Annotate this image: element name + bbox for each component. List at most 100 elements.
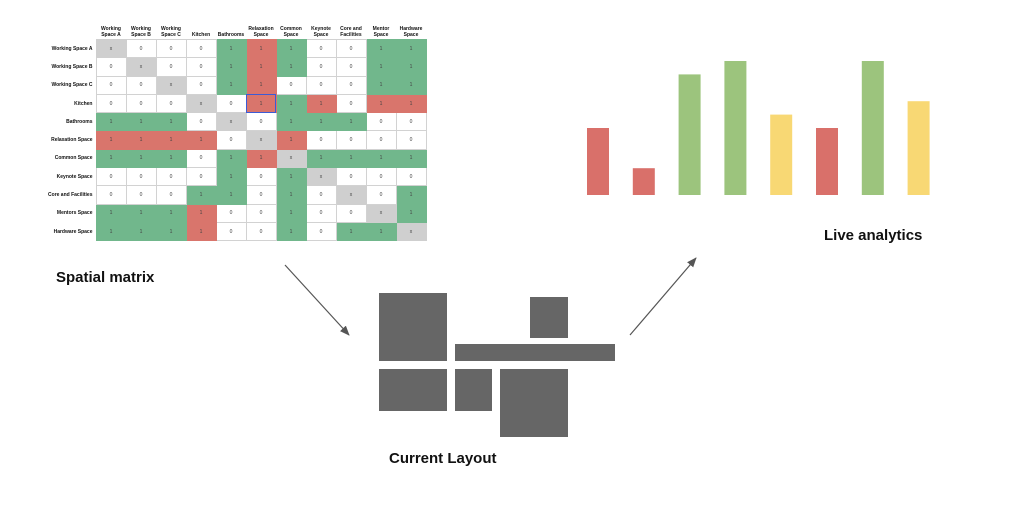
matrix-row-header: Hardware Space: [53, 228, 93, 235]
matrix-cell: 1: [215, 38, 247, 59]
matrix-cell: 0: [335, 130, 367, 150]
analytics-bar: [816, 128, 838, 195]
matrix-cell: 0: [215, 221, 247, 242]
matrix-cell: 0: [365, 130, 397, 150]
matrix-cell: 1: [155, 203, 187, 223]
matrix-cell: 0: [215, 130, 247, 150]
matrix-cell: 1: [365, 148, 397, 169]
analytics-bar: [861, 61, 884, 195]
matrix-cell: 1: [305, 93, 337, 114]
matrix-cell: 0: [125, 167, 157, 187]
analytics-bar: [907, 101, 930, 195]
matrix-column-header: Bathrooms: [217, 32, 245, 38]
matrix-cell: x: [335, 185, 367, 205]
analytics-bar: [632, 168, 655, 195]
analytics-bar: [587, 128, 609, 195]
layout-block: [530, 297, 568, 338]
matrix-column-header: Working Space C: [161, 26, 181, 38]
analytics-bar: [724, 61, 747, 195]
layout-block: [455, 369, 492, 411]
matrix-header-row: Working Space A Working Space B Working Sp…: [20, 22, 426, 40]
matrix-cell: 1: [275, 167, 307, 187]
matrix-cell: 1: [125, 221, 157, 242]
matrix-cell: 1: [395, 93, 427, 114]
matrix-cell: 0: [245, 185, 277, 205]
matrix-cell: 0: [305, 57, 337, 77]
matrix-row-header: Working Space B: [51, 63, 93, 70]
matrix-cell: 1: [245, 93, 277, 114]
matrix-row-header: Mentors Space: [56, 210, 93, 217]
matrix-row-header: Keynote Space: [56, 173, 93, 180]
analytics-bar: [770, 114, 793, 195]
spatial-matrix-label: Spatial matrix: [56, 269, 155, 286]
matrix-cell: 1: [215, 57, 247, 77]
matrix-cell: 0: [125, 75, 157, 95]
matrix-column-header: Kitchen: [191, 32, 211, 38]
matrix-cell: 0: [125, 38, 157, 59]
matrix-cell: x: [125, 57, 157, 77]
matrix-cell: 0: [305, 75, 337, 95]
matrix-cell: 0: [395, 130, 427, 150]
matrix-row-header: Common Space: [54, 155, 93, 162]
matrix-cell: 0: [365, 185, 397, 205]
matrix-cell: 0: [245, 203, 277, 223]
matrix-row-header: Bathrooms: [66, 118, 93, 125]
matrix-cell: 1: [245, 38, 277, 59]
matrix-cell: 1: [365, 221, 397, 242]
matrix-cell: x: [275, 148, 307, 169]
matrix-cell: 0: [245, 221, 277, 242]
matrix-cell: 0: [305, 221, 337, 242]
layout-block: [379, 293, 447, 361]
matrix-cell: 0: [305, 130, 337, 150]
matrix-cell: 0: [95, 75, 127, 95]
matrix-cell: 1: [95, 221, 127, 242]
matrix-row-header: Working Space C: [51, 82, 93, 89]
matrix-cell: 1: [335, 112, 367, 132]
matrix-cell: 1: [275, 185, 307, 205]
matrix-cell: 1: [245, 148, 277, 169]
matrix-column-header: Core and Facilities: [340, 26, 362, 38]
matrix-column-header: Hardware Space: [399, 26, 423, 38]
matrix-cell: 1: [305, 148, 337, 169]
matrix-row-header: Working Space A: [51, 45, 93, 52]
matrix-cell: 1: [275, 221, 307, 242]
matrix-row-header: Core and Facilities: [48, 192, 93, 199]
matrix-cell: 0: [95, 167, 127, 187]
matrix-column-header: Working Space A: [101, 26, 121, 38]
layout-block: [379, 369, 447, 411]
live-analytics-label: Live analytics: [824, 227, 923, 244]
matrix-cell: 0: [365, 167, 397, 187]
arrow-matrix-to-layout: [284, 264, 350, 336]
matrix-cell: 0: [275, 75, 307, 95]
matrix-cell: 0: [155, 185, 187, 205]
matrix-cell: 1: [395, 148, 427, 169]
analytics-bar-chart: [587, 61, 930, 195]
matrix-cell: x: [395, 221, 427, 242]
matrix-row-header: Kitchen: [74, 100, 93, 107]
current-layout: [379, 293, 615, 437]
matrix-cell: 0: [155, 38, 187, 59]
matrix-column-header: Mentor Space: [372, 26, 390, 38]
matrix-cell: x: [245, 130, 277, 150]
matrix-cell: 0: [245, 167, 277, 187]
matrix-cell: 0: [155, 167, 187, 187]
matrix-column-header: Working Space B: [131, 26, 151, 38]
matrix-cell: 1: [395, 185, 427, 205]
matrix-cell: 0: [305, 38, 337, 59]
matrix-cell: x: [155, 75, 187, 95]
analytics-bar: [678, 74, 701, 195]
matrix-cell: 1: [185, 185, 217, 205]
matrix-cell: x: [95, 38, 127, 59]
matrix-cell: 1: [185, 221, 217, 242]
matrix-column-header: Keynote Space: [311, 26, 331, 38]
matrix-cell: 1: [95, 148, 127, 169]
